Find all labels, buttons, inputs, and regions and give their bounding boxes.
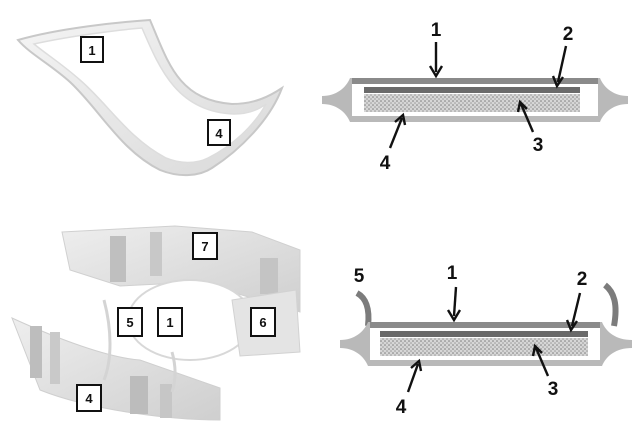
pad-label-topsheet: 1 — [80, 36, 104, 63]
svg-text:4: 4 — [85, 391, 93, 406]
diaper-inner-opening — [127, 279, 253, 361]
callout-backsheet: 4 — [396, 358, 423, 418]
svg-text:3: 3 — [548, 379, 559, 400]
svg-text:5: 5 — [126, 315, 133, 330]
front-stripe — [30, 326, 42, 378]
pad-illustration: 1 4 — [16, 18, 285, 176]
absorbent-core — [380, 338, 588, 356]
callout-leg-cuff: 5 — [354, 266, 365, 287]
callout-absorbent-core: 3 — [516, 99, 544, 156]
absorbent-core — [364, 94, 580, 112]
pad-cross-section: 1 2 3 4 — [322, 20, 628, 174]
leg-cuff-gathers — [102, 299, 112, 381]
leg-cuff-right — [603, 282, 619, 327]
diaper-cross-section: 5 1 2 3 4 — [340, 263, 632, 418]
callout-absorbent-core: 3 — [531, 343, 559, 400]
callout-acquisition-layer: 2 — [565, 269, 588, 333]
callout-topsheet: 1 — [428, 20, 444, 79]
tab-stripe — [110, 236, 126, 282]
callout-backsheet: 4 — [380, 112, 407, 174]
svg-text:7: 7 — [201, 239, 208, 254]
acquisition-layer — [380, 331, 588, 337]
topsheet-layer — [352, 78, 598, 84]
callout-topsheet: 1 — [447, 263, 462, 323]
svg-text:2: 2 — [577, 269, 588, 290]
tab-stripe — [150, 232, 162, 276]
front-stripe — [50, 332, 60, 384]
svg-text:3: 3 — [533, 135, 544, 156]
pad-label-backsheet: 4 — [207, 119, 231, 146]
tab-stripe — [260, 258, 278, 294]
diaper-label-leg-cuff: 5 — [117, 307, 143, 337]
diaper-label-tab: 7 — [192, 232, 218, 260]
diaper-label-side-panel: 6 — [250, 307, 276, 337]
svg-text:1: 1 — [431, 20, 442, 41]
svg-text:4: 4 — [215, 126, 223, 141]
svg-text:1: 1 — [88, 43, 95, 58]
svg-text:4: 4 — [396, 397, 407, 418]
svg-text:6: 6 — [259, 315, 266, 330]
svg-text:4: 4 — [380, 153, 391, 174]
leg-cuff-left — [355, 290, 372, 327]
svg-text:1: 1 — [447, 263, 458, 284]
svg-text:2: 2 — [563, 24, 574, 45]
diaper-label-backsheet: 4 — [76, 384, 102, 412]
acquisition-layer — [364, 87, 580, 93]
topsheet-layer — [370, 322, 600, 328]
callout-acquisition-layer: 2 — [551, 24, 574, 89]
front-stripe — [160, 384, 172, 418]
svg-text:1: 1 — [166, 315, 173, 330]
diaper-label-topsheet: 1 — [157, 307, 183, 337]
front-stripe — [130, 376, 148, 414]
leg-cuff-gathers — [170, 351, 177, 393]
diaper-illustration: 7 5 1 6 4 — [11, 225, 301, 421]
svg-text:5: 5 — [354, 266, 365, 287]
pad-inner-surface — [32, 27, 267, 164]
